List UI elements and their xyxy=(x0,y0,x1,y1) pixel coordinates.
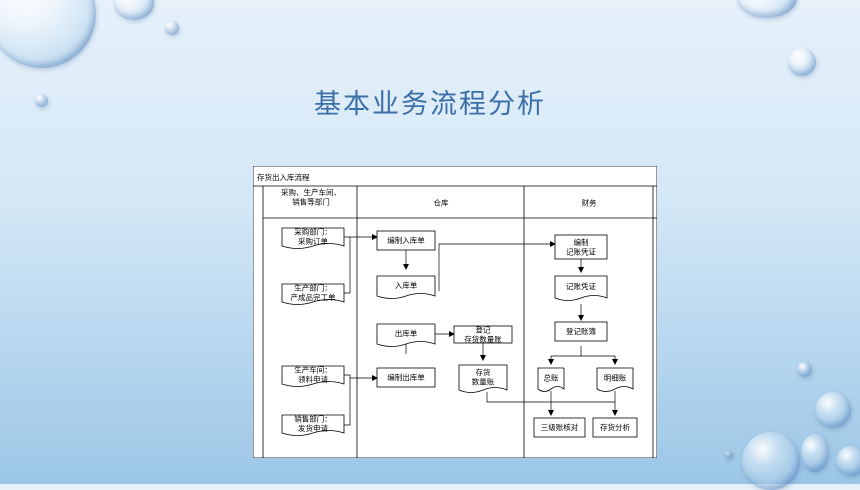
node-post-books: 登记账簿 xyxy=(554,321,608,342)
node-record-inventory-ledger-label: 登记存货数量账 xyxy=(464,324,502,344)
slide-title: 基本业务流程分析 xyxy=(314,89,546,120)
water-drop xyxy=(815,392,851,428)
node-inventory-analysis-label: 存货分析 xyxy=(600,422,630,432)
node-material-requisition: 生产车间：领料申请 xyxy=(281,364,345,387)
water-drop xyxy=(0,0,96,68)
node-purchase-order: 采购部门：采购订单 xyxy=(281,226,345,249)
node-prepare-voucher-label: 编制记账凭证 xyxy=(566,237,596,256)
lane-header-departments: 采购、生产车间、销售等部门 xyxy=(281,187,341,207)
node-outbound-slip-label: 出库单 xyxy=(395,328,418,338)
node-delivery-request: 销售部门：发货申请 xyxy=(281,413,345,436)
node-three-level-reconciliation: 三级账核对 xyxy=(533,417,586,438)
node-material-requisition-label: 生产车间：领料申请 xyxy=(294,364,332,384)
node-inbound-slip: 入库单 xyxy=(376,275,436,299)
diagram-heading: 存货出入库流程 xyxy=(257,172,310,182)
node-general-ledger-label: 总账 xyxy=(544,373,559,383)
node-outbound-slip: 出库单 xyxy=(376,323,436,347)
water-drop xyxy=(737,0,797,18)
node-three-level-reconciliation-label: 三级账核对 xyxy=(541,422,579,432)
node-prepare-voucher: 编制记账凭证 xyxy=(554,234,608,260)
water-drop xyxy=(165,21,179,35)
lane-header-finance: 财务 xyxy=(582,198,597,208)
node-inventory-analysis: 存货分析 xyxy=(592,417,638,438)
node-prepare-outbound-slip: 编制出库单 xyxy=(376,367,436,388)
water-drop xyxy=(725,451,733,459)
water-drop xyxy=(836,446,860,476)
node-prepare-inbound-slip: 编制入库单 xyxy=(376,230,436,251)
node-finished-goods-report-label: 生产部门：产成品完工单 xyxy=(291,282,336,302)
water-drop xyxy=(35,94,48,107)
node-delivery-request-label: 销售部门：发货申请 xyxy=(294,413,332,433)
water-drop xyxy=(801,434,829,472)
node-general-ledger: 总账 xyxy=(537,367,565,392)
node-subsidiary-ledger-label: 明细账 xyxy=(604,373,627,383)
node-voucher-label: 记账凭证 xyxy=(566,281,596,291)
node-subsidiary-ledger: 明细账 xyxy=(596,367,634,392)
node-voucher: 记账凭证 xyxy=(554,275,608,301)
flowchart: 存货出入库流程 采购、生产车间、销售等部门 仓库 财务 采购部门：采购订单生产部… xyxy=(253,166,657,458)
node-inventory-ledger: 存货数量账 xyxy=(458,364,508,393)
node-purchase-order-label: 采购部门：采购订单 xyxy=(294,226,332,246)
node-prepare-outbound-slip-label: 编制出库单 xyxy=(387,372,425,382)
node-inbound-slip-label: 入库单 xyxy=(395,280,418,290)
water-drop xyxy=(788,48,816,76)
water-drop xyxy=(114,0,154,20)
node-prepare-inbound-slip-label: 编制入库单 xyxy=(387,235,425,245)
water-drop xyxy=(797,362,812,377)
node-record-inventory-ledger: 登记存货数量账 xyxy=(453,324,513,344)
water-drop xyxy=(742,432,800,490)
node-finished-goods-report: 生产部门：产成品完工单 xyxy=(281,282,345,305)
node-inventory-ledger-label: 存货数量账 xyxy=(472,367,495,387)
node-post-books-label: 登记账簿 xyxy=(566,326,596,336)
lane-header-warehouse: 仓库 xyxy=(434,198,449,208)
